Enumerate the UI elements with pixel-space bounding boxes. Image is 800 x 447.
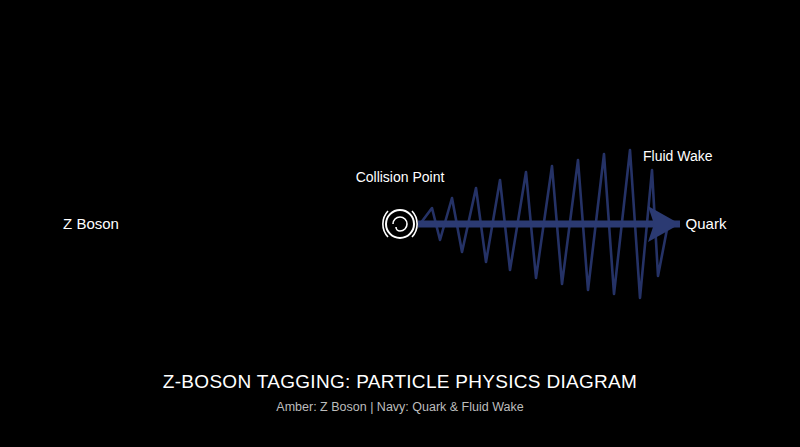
diagram-title: Z-BOSON TAGGING: PARTICLE PHYSICS DIAGRA… [0, 371, 800, 393]
collision-swirl [393, 217, 407, 231]
collision-symbol [382, 206, 418, 242]
collision-ring [386, 210, 414, 238]
z-boson-arrow [127, 220, 382, 229]
collision-arc [383, 211, 388, 237]
particle-label: Z Boson [55, 212, 127, 236]
collision-arc [412, 211, 417, 237]
particle-label: Quark [680, 212, 732, 236]
region-label: Fluid Wake [643, 148, 713, 164]
quark-arrow [418, 221, 680, 228]
collision-point: Collision Point [382, 206, 418, 242]
particle-name: Z Boson [55, 212, 127, 236]
point-label: Collision Point [355, 168, 445, 186]
particle-name: Quark [680, 212, 732, 236]
diagram-caption: Amber: Z Boson | Navy: Quark & Fluid Wak… [0, 400, 800, 414]
